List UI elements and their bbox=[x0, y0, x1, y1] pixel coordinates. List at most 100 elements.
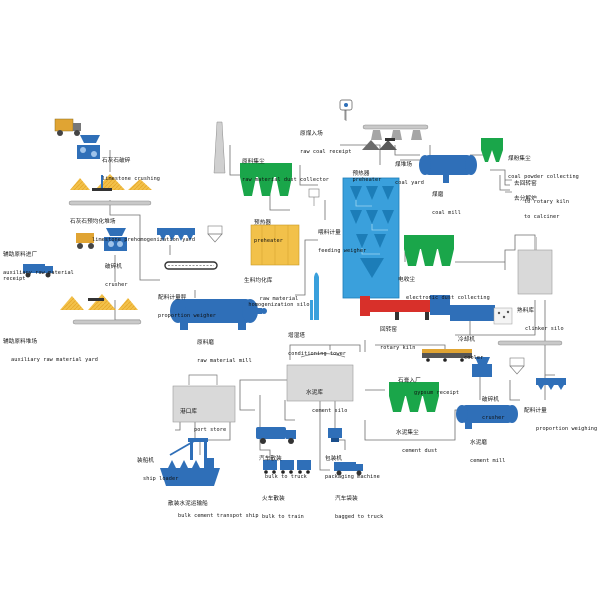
label-en: to calciner bbox=[524, 214, 560, 220]
label-zh: 装船机 bbox=[137, 458, 155, 464]
label-en: auxiliary raw material receipt bbox=[3, 270, 74, 282]
label-en: preheater bbox=[352, 177, 382, 183]
label-to-rotary-kiln: 去回转窑 to rotary kiln bbox=[514, 169, 569, 211]
label-zh: 熟料库 bbox=[517, 308, 535, 314]
gypsum-hopper-icon bbox=[509, 357, 525, 375]
label-limestone-prehomogenization-yard: 石灰石预均化堆场 limestone prehomogenization yar… bbox=[70, 207, 195, 249]
bulk-ship-icon bbox=[160, 458, 220, 486]
raw-weigher-hopper-icon bbox=[207, 225, 223, 243]
label-zh: 预热器 bbox=[254, 220, 272, 226]
label-en: cement mill bbox=[470, 458, 506, 464]
label-en: bulk cement transpot ship bbox=[178, 513, 259, 519]
label-zh: 港口库 bbox=[180, 409, 198, 415]
label-zh: 生料均化库 bbox=[244, 278, 273, 284]
aux-crusher-icon bbox=[104, 228, 127, 251]
label-preheater-left: 预热器 preheater bbox=[254, 208, 283, 250]
conditioning-tower-icon bbox=[310, 272, 319, 320]
label-packaging-machine: 包装机 packaging machine bbox=[325, 444, 380, 486]
label-zh: 火车散装 bbox=[262, 496, 285, 502]
label-en: port store bbox=[194, 427, 227, 433]
label-en: auxiliary raw material yard bbox=[11, 357, 99, 363]
label-electronic-dust-collecting: 电收尘 electronic dust collecting bbox=[398, 265, 490, 307]
label-zh: 电收尘 bbox=[398, 277, 416, 283]
label-bulk-to-train: 火车散装 bulk to train bbox=[262, 484, 304, 526]
label-en: proportion weighing bbox=[536, 426, 598, 432]
coal-crane-icon bbox=[339, 99, 353, 121]
label-zh: 原料磨 bbox=[197, 340, 215, 346]
cement-weigher-bins-icon bbox=[536, 378, 566, 390]
label-en: gypsum receipt bbox=[414, 390, 460, 396]
label-zh: 冷却机 bbox=[458, 337, 476, 343]
raw-mill-icon bbox=[170, 299, 267, 330]
label-zh: 汽车袋装 bbox=[335, 496, 358, 502]
label-zh: 预热器 bbox=[352, 171, 370, 177]
label-en: bulk to truck bbox=[265, 474, 307, 480]
label-cement-silo: 水泥库 cement silo bbox=[306, 378, 347, 420]
label-preheater-main: 预热器 preheater bbox=[346, 165, 381, 183]
gypsum-train-icon bbox=[422, 349, 472, 362]
label-en: cement silo bbox=[312, 408, 348, 414]
label-zh: 水泥磨 bbox=[470, 440, 488, 446]
electronic-dust-collector-icon bbox=[404, 235, 454, 266]
label-zh: 去分解炉 bbox=[514, 196, 537, 202]
label-en: electronic dust collecting bbox=[406, 295, 490, 301]
feeding-weigher-icon bbox=[308, 188, 320, 206]
label-zh: 增湿塔 bbox=[288, 333, 306, 339]
preheater-box-icon bbox=[250, 224, 300, 266]
label-en: coal powder collecting bbox=[508, 174, 579, 180]
label-bagged-to-truck: 汽车袋装 bagged to truck bbox=[335, 484, 383, 526]
rotary-kiln-icon bbox=[360, 296, 448, 320]
label-zh: 喂料计量 bbox=[318, 230, 341, 236]
label-raw-material-dust-collector: 原料集尘 raw material dust collector bbox=[242, 147, 329, 189]
coal-out-arrows bbox=[505, 179, 512, 193]
label-zh: 辅助原料堆场 bbox=[3, 339, 38, 345]
label-en: cooler bbox=[464, 355, 484, 361]
label-zh: 原料集尘 bbox=[242, 159, 265, 165]
label-en: bagged to truck bbox=[335, 514, 384, 520]
label-zh: 去回转窑 bbox=[514, 181, 537, 187]
label-zh: 配料计量秤 bbox=[158, 295, 187, 301]
label-port-store: 港口库 port store bbox=[180, 397, 226, 439]
label-en: raw material dust collector bbox=[242, 177, 330, 183]
label-en: rotary kiln bbox=[380, 345, 416, 351]
label-cement-mill: 水泥磨 cement mill bbox=[470, 428, 505, 470]
label-zh: 汽车散装 bbox=[259, 456, 282, 462]
packer-icon bbox=[328, 428, 342, 442]
label-raw-material-mill: 原料磨 raw material mill bbox=[197, 328, 252, 370]
raw-weigher-bins-icon bbox=[157, 228, 195, 241]
coal-receipt-hopper-icon bbox=[371, 130, 422, 140]
label-en: coal yard bbox=[395, 180, 425, 186]
label-en: raw material homogenization silo bbox=[248, 296, 310, 308]
label-zh: 煤堆场 bbox=[395, 162, 413, 168]
label-en: clinker silo bbox=[525, 326, 564, 332]
raw-dust-collector-icon bbox=[240, 163, 292, 196]
label-en: raw material mill bbox=[197, 358, 252, 364]
limestone-truck-icon bbox=[54, 118, 81, 136]
label-zh: 煤粉集尘 bbox=[508, 156, 531, 162]
label-zh: 辅助原料进厂 bbox=[3, 252, 38, 258]
label-proportion-weigher: 配料计量秤 proportion weigher bbox=[158, 283, 216, 325]
label-feeding-weigher: 喂料计量 feeding weigher bbox=[318, 218, 366, 260]
label-limestone-crushing: 石灰石破碎 limestone crushing bbox=[102, 146, 160, 188]
clinker-silo-icon bbox=[517, 249, 553, 295]
limestone-stockpile-icon bbox=[70, 174, 152, 191]
label-zh: 石膏入厂 bbox=[398, 378, 421, 384]
label-en: bulk to train bbox=[262, 514, 304, 520]
label-en: limestone prehomogenization yard bbox=[92, 237, 196, 243]
label-zh: 破碎机 bbox=[105, 264, 123, 270]
label-en: coal mill bbox=[432, 210, 462, 216]
label-bulk-cement-transport-ship: 散装水泥运输船 bulk cement transpot ship bbox=[168, 489, 259, 525]
label-en: packaging machine bbox=[325, 474, 380, 480]
coal-mill-icon bbox=[419, 155, 477, 183]
label-coal-yard: 煤堆场 coal yard bbox=[395, 150, 424, 192]
label-to-calciner: 去分解炉 to calciner bbox=[514, 184, 559, 226]
label-zh: 散装水泥运输船 bbox=[168, 501, 208, 507]
label-cooler: 冷却机 cooler bbox=[458, 325, 483, 367]
label-en: to rotary kiln bbox=[524, 199, 570, 205]
cooler-icon bbox=[430, 295, 513, 325]
raw-conveyor-icon bbox=[164, 261, 218, 270]
label-clinker-silo: 熟料库 clinker silo bbox=[517, 296, 564, 338]
label-conditioning-tower: 增湿塔 conditioning tower bbox=[288, 321, 346, 363]
